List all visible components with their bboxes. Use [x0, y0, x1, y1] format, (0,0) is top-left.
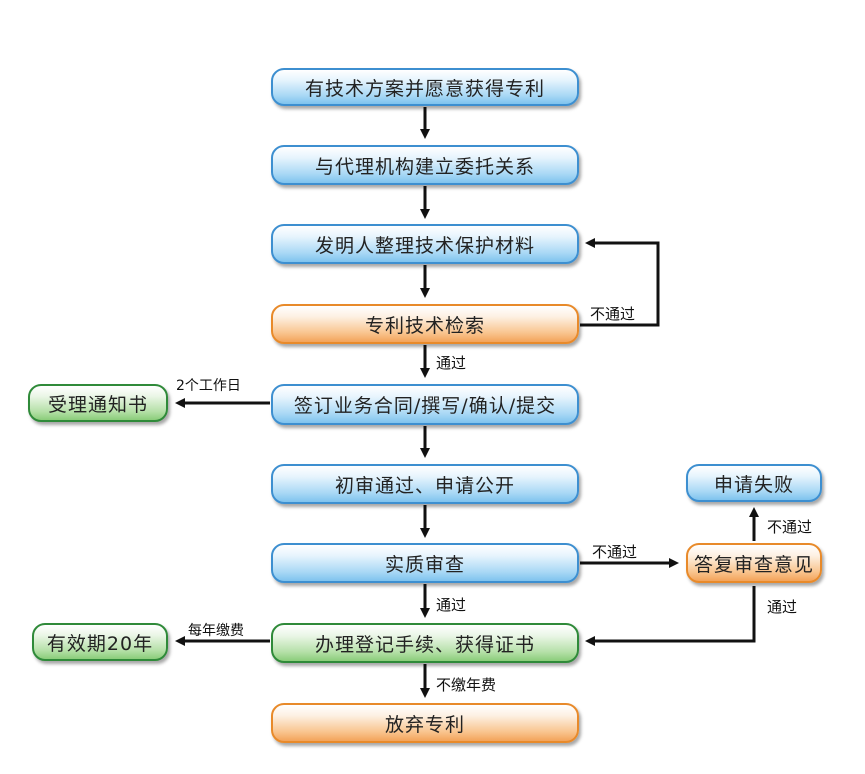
label-exam-fail: 不通过: [592, 543, 638, 561]
label-search-pass: 通过: [436, 354, 467, 372]
label-exam-pass: 通过: [436, 596, 467, 614]
step-sign-contract: 签订业务合同/撰写/确认/提交: [271, 384, 579, 425]
step-registration: 办理登记手续、获得证书: [271, 623, 579, 663]
step-prepare-materials: 发明人整理技术保护材料: [271, 224, 579, 264]
side-acceptance-notice: 受理通知书: [28, 384, 168, 422]
label-reply-fail: 不通过: [767, 518, 813, 536]
side-application-failed: 申请失败: [686, 464, 822, 502]
step-patent-search: 专利技术检索: [271, 304, 579, 344]
side-valid-period: 有效期20年: [32, 623, 168, 661]
label-no-fee: 不缴年费: [436, 676, 497, 694]
label-search-fail: 不通过: [590, 305, 636, 323]
step-delegate-agency: 与代理机构建立委托关系: [271, 145, 579, 185]
step-preliminary-exam: 初审通过、申请公开: [271, 464, 579, 504]
arrow-reply-pass: [585, 586, 756, 646]
label-notice-days: 2个工作日: [176, 378, 241, 394]
label-annual-fee: 每年缴费: [188, 623, 244, 639]
side-reply-opinion: 答复审查意见: [686, 543, 822, 583]
step-abandon-patent: 放弃专利: [271, 703, 579, 743]
step-substantive-exam: 实质审查: [271, 543, 579, 583]
arrow-search-fail-loop: [580, 238, 660, 327]
label-reply-pass: 通过: [767, 598, 798, 616]
step-have-solution: 有技术方案并愿意获得专利: [271, 68, 579, 106]
